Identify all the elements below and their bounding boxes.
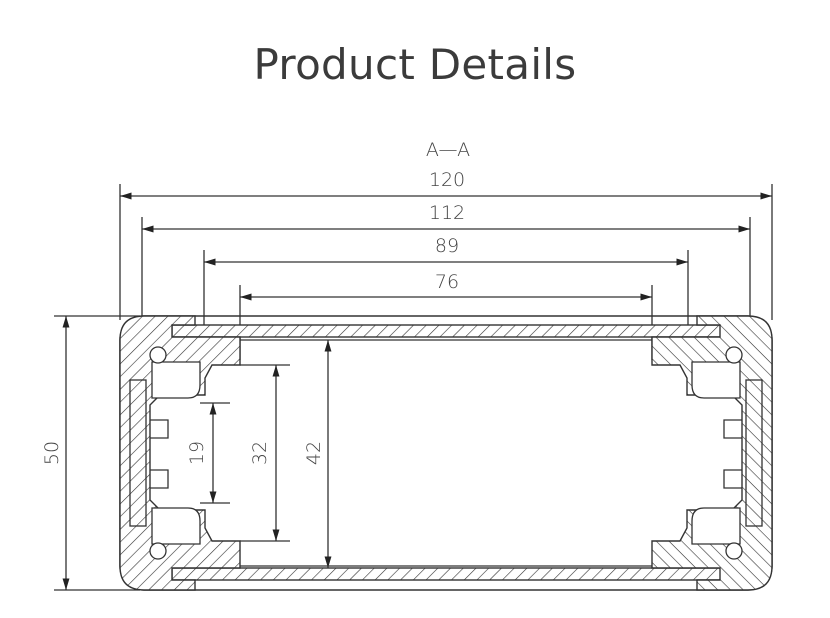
top-panel <box>171 324 723 338</box>
dim-label-19: 19 <box>186 441 208 465</box>
section-label: A—A <box>426 139 470 161</box>
left-side-profile <box>119 315 241 591</box>
dim-label-42: 42 <box>303 441 325 465</box>
dim-label-76: 76 <box>435 271 459 293</box>
dim-label-32: 32 <box>249 441 271 465</box>
bottom-panel <box>171 567 723 581</box>
dim-label-50: 50 <box>41 441 63 465</box>
right-side-profile <box>651 315 773 591</box>
page-title: Product Details <box>253 40 577 89</box>
dim-label-112: 112 <box>429 202 465 224</box>
dim-label-120: 120 <box>429 169 465 191</box>
dim-label-89: 89 <box>435 235 459 257</box>
